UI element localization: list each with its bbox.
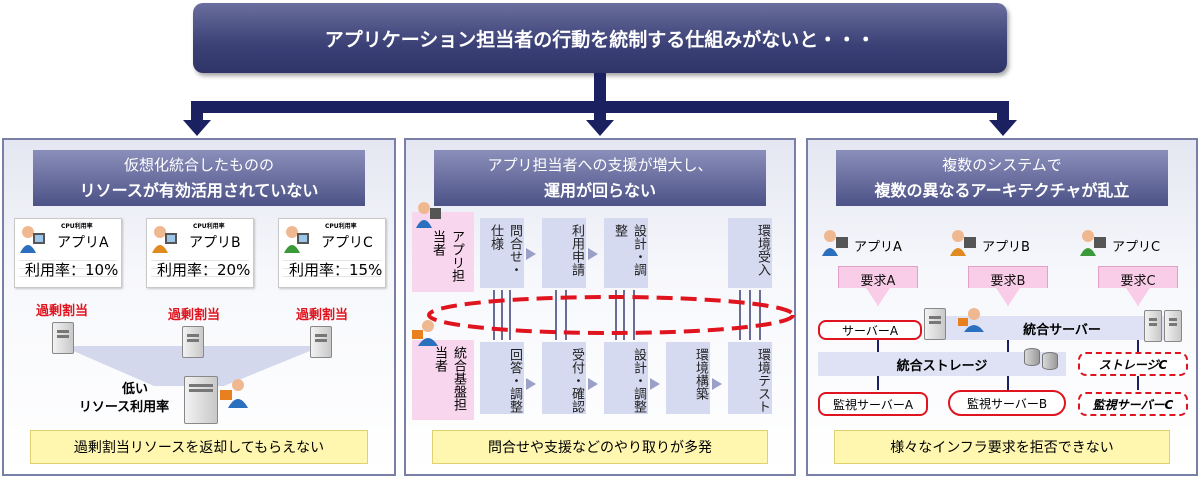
panel3-header-line2: 複数の異なるアーキテクチャが乱立 bbox=[874, 181, 1130, 200]
integrated-server-icon bbox=[1144, 310, 1162, 342]
interaction-arrows bbox=[427, 248, 795, 390]
over-allocation-label-b: 過剰割当 bbox=[168, 308, 221, 323]
infra-owner-role: 統合基盤担当者 bbox=[412, 320, 474, 420]
app-card-c: CPU利用率 アプリC 利用率：15% bbox=[278, 218, 386, 288]
panel1-header-line2: リソースが有効活用されていない bbox=[79, 181, 319, 200]
app-name: アプリA bbox=[57, 235, 109, 251]
person-icon bbox=[284, 226, 309, 253]
over-allocation-label-a: 過剰割当 bbox=[36, 304, 89, 319]
app-c-person-icon bbox=[1080, 230, 1106, 256]
main-title: アプリケーション担当者の行動を統制する仕組みがないと・・・ bbox=[193, 3, 1007, 73]
app-b-label: アプリB bbox=[982, 240, 1030, 255]
step-inquiry: 問合せ・仕様 bbox=[480, 218, 524, 288]
physical-server-icon bbox=[184, 376, 218, 424]
integrated-server-bar: 統合サーバー bbox=[946, 316, 1178, 340]
app-b-person-icon bbox=[950, 230, 976, 256]
arrow-down-right bbox=[989, 120, 1017, 136]
server-admin-icon bbox=[958, 308, 984, 332]
step-build: 環境構築 bbox=[666, 342, 710, 414]
infra-owner-icon bbox=[412, 320, 438, 346]
request-a-label: 要求A bbox=[860, 274, 896, 289]
monitor-server-c-box: 監視サーバーC bbox=[1078, 392, 1188, 416]
person-icon bbox=[20, 226, 45, 253]
step-answer: 回答・調整 bbox=[480, 342, 524, 414]
request-c-label: 要求C bbox=[1120, 274, 1156, 289]
arrow-down-left bbox=[183, 120, 211, 136]
panel2-footer: 問合せや支援などのやり取りが多発 bbox=[432, 430, 768, 464]
panel2-header-line1: アプリ担当者への支援が増大し、 bbox=[487, 156, 713, 174]
storage-c-box: ストレージC bbox=[1078, 352, 1188, 376]
step-test: 環境テスト bbox=[728, 342, 772, 414]
server-connection bbox=[62, 346, 322, 386]
app-a-person-icon bbox=[822, 230, 848, 256]
monitor-server-a-box: 監視サーバーA bbox=[818, 392, 928, 416]
panel1-footer: 過剰割当リソースを返却してもらえない bbox=[30, 430, 368, 464]
panel3-footer: 様々なインフラ要求を拒否できない bbox=[834, 430, 1170, 464]
app-name: アプリB bbox=[189, 235, 241, 251]
usage-rate: 利用率：10% bbox=[25, 261, 119, 279]
step-acceptance: 環境受入 bbox=[728, 218, 772, 288]
storage-icon bbox=[1024, 348, 1040, 366]
resource-usage-label: リソース利用率 bbox=[78, 400, 170, 415]
integrated-server-icon bbox=[1164, 310, 1182, 342]
app-owner-label: アプリ担当者 bbox=[430, 230, 464, 282]
request-b-label: 要求B bbox=[990, 274, 1026, 289]
admin-person-icon bbox=[220, 379, 248, 408]
step-design-infra: 設計・調整 bbox=[604, 342, 648, 414]
app-owner-icon bbox=[416, 202, 441, 228]
app-name: アプリC bbox=[321, 235, 373, 251]
panel1-header-line1: 仮想化統合したものの bbox=[123, 156, 274, 174]
server-icon bbox=[310, 326, 332, 358]
usage-rate: 利用率：20% bbox=[157, 261, 251, 279]
app-card-a: CPU利用率 アプリA 利用率：10% bbox=[14, 218, 122, 288]
low-label: 低い bbox=[121, 382, 148, 397]
storage-icon bbox=[1042, 352, 1058, 370]
arrow-down-center bbox=[586, 120, 614, 136]
panel1-header: 仮想化統合したものの リソースが有効活用されていない bbox=[33, 150, 365, 206]
usage-rate: 利用率：15% bbox=[289, 261, 383, 279]
server-a-icon bbox=[924, 308, 946, 340]
app-a-label: アプリA bbox=[854, 240, 902, 255]
app-owner-role: アプリ担当者 bbox=[412, 202, 474, 292]
panel-support: アプリ担当者への支援が増大し、 運用が回らない アプリ担当者 問合せ・仕様 利用… bbox=[404, 138, 796, 476]
server-icon bbox=[182, 326, 204, 358]
infra-owner-label: 統合基盤担当者 bbox=[432, 346, 466, 411]
panel2-header: アプリ担当者への支援が増大し、 運用が回らない bbox=[434, 150, 766, 206]
panel3-header-line1: 複数のシステムで bbox=[942, 156, 1062, 174]
step-reception: 受付・確認 bbox=[542, 342, 586, 414]
panel-resources: 仮想化統合したものの リソースが有効活用されていない CPU利用率 アプリA 利… bbox=[2, 138, 396, 476]
server-a-box: サーバーA bbox=[818, 320, 922, 340]
step-application: 利用申請 bbox=[542, 218, 586, 288]
app-c-label: アプリC bbox=[1112, 240, 1161, 255]
panel2-header-line2: 運用が回らない bbox=[543, 181, 656, 200]
step-design-app: 設計・調整 bbox=[604, 218, 648, 288]
panel-architecture: 複数のシステムで 複数の異なるアーキテクチャが乱立 アプリA アプリB アプリC… bbox=[806, 138, 1198, 476]
cpu-label: CPU利用率 bbox=[193, 223, 225, 230]
over-allocation-label-c: 過剰割当 bbox=[296, 308, 349, 323]
panel3-header: 複数のシステムで 複数の異なるアーキテクチャが乱立 bbox=[836, 150, 1168, 206]
monitor-server-b-box: 監視サーバーB bbox=[948, 390, 1066, 416]
connector-arrows bbox=[183, 73, 1017, 136]
server-icon bbox=[52, 322, 74, 354]
app-card-b: CPU利用率 アプリB 利用率：20% bbox=[146, 218, 254, 288]
person-icon bbox=[152, 226, 177, 253]
cpu-label: CPU利用率 bbox=[325, 223, 357, 230]
cpu-label: CPU利用率 bbox=[61, 223, 93, 230]
